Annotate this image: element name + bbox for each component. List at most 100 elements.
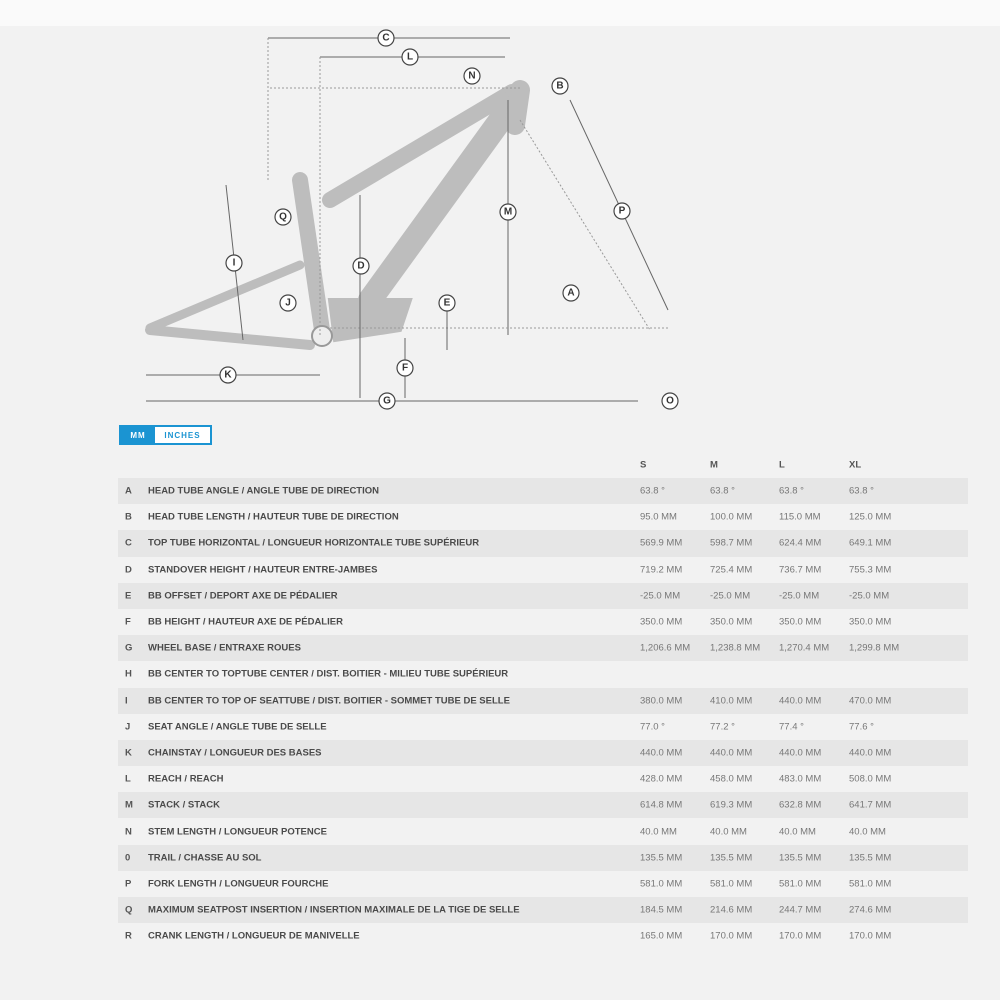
frame-geometry-diagram: C L N B M P Q I D E A J K F G O xyxy=(145,29,679,410)
header-size-l: L xyxy=(779,459,785,471)
value-m: 40.0 MM xyxy=(710,826,747,838)
svg-text:G: G xyxy=(383,396,391,407)
row-letter: L xyxy=(125,773,131,785)
row-name: BB OFFSET / DEPORT AXE DE PÉDALIER xyxy=(148,590,338,602)
value-m: 214.6 MM xyxy=(710,904,753,916)
value-l: 244.7 MM xyxy=(779,904,822,916)
svg-text:N: N xyxy=(468,71,475,82)
value-l: 77.4 ° xyxy=(779,721,804,733)
svg-text:L: L xyxy=(407,52,413,63)
row-letter: J xyxy=(125,721,131,733)
value-l: 350.0 MM xyxy=(779,616,822,628)
row-letter: F xyxy=(125,616,131,628)
row-name: CRANK LENGTH / LONGUEUR DE MANIVELLE xyxy=(148,930,360,942)
value-s: 135.5 MM xyxy=(640,852,683,864)
value-l: 736.7 MM xyxy=(779,564,822,576)
table-header: S M L XL xyxy=(118,452,968,478)
value-s: 719.2 MM xyxy=(640,564,683,576)
table-row: C TOP TUBE HORIZONTAL / LONGUEUR HORIZONT… xyxy=(118,530,968,557)
value-xl: 1,299.8 MM xyxy=(849,642,900,654)
row-letter: E xyxy=(125,590,132,602)
value-s: 428.0 MM xyxy=(640,773,683,785)
value-xl: 350.0 MM xyxy=(849,616,892,628)
row-name: HEAD TUBE ANGLE / ANGLE TUBE DE DIRECTIO… xyxy=(148,485,379,497)
row-name: BB HEIGHT / HAUTEUR AXE DE PÉDALIER xyxy=(148,616,343,628)
value-xl: 63.8 ° xyxy=(849,485,874,497)
value-l: 632.8 MM xyxy=(779,799,822,811)
label-p: P xyxy=(613,202,631,220)
row-name: MAXIMUM SEATPOST INSERTION / INSERTION M… xyxy=(148,904,520,916)
value-s: 440.0 MM xyxy=(640,747,683,759)
row-letter: R xyxy=(125,930,132,942)
row-name: CHAINSTAY / LONGUEUR DES BASES xyxy=(148,747,322,759)
value-xl: 440.0 MM xyxy=(849,747,892,759)
row-letter: H xyxy=(125,668,132,680)
value-l: 1,270.4 MM xyxy=(779,642,830,654)
value-l: -25.0 MM xyxy=(779,590,820,602)
value-s: 165.0 MM xyxy=(640,930,683,942)
row-name: STACK / STACK xyxy=(148,799,220,811)
unit-toggle: MM INCHES xyxy=(119,425,212,445)
value-xl: 649.1 MM xyxy=(849,537,892,549)
label-m: M xyxy=(499,203,517,221)
value-s: -25.0 MM xyxy=(640,590,681,602)
value-xl: 125.0 MM xyxy=(849,511,892,523)
unit-mm-button[interactable]: MM xyxy=(121,427,155,443)
label-o: O xyxy=(661,392,679,410)
value-s: 184.5 MM xyxy=(640,904,683,916)
value-s: 350.0 MM xyxy=(640,616,683,628)
dimension-lines xyxy=(146,37,669,402)
frame-illustration xyxy=(145,80,530,350)
value-m: 581.0 MM xyxy=(710,878,753,890)
value-m: 619.3 MM xyxy=(710,799,753,811)
value-l: 115.0 MM xyxy=(779,511,821,523)
value-xl: 581.0 MM xyxy=(849,878,892,890)
label-b: B xyxy=(551,77,569,95)
row-letter: B xyxy=(125,511,132,523)
svg-text:F: F xyxy=(402,363,408,374)
svg-text:J: J xyxy=(285,298,291,309)
value-m: 100.0 MM xyxy=(710,511,753,523)
label-c: C xyxy=(377,29,395,47)
svg-text:B: B xyxy=(556,81,563,92)
header-size-m: M xyxy=(710,459,718,471)
value-s: 63.8 ° xyxy=(640,485,665,497)
value-xl: 135.5 MM xyxy=(849,852,892,864)
value-l: 170.0 MM xyxy=(779,930,822,942)
value-m: 458.0 MM xyxy=(710,773,753,785)
value-s: 581.0 MM xyxy=(640,878,683,890)
svg-text:E: E xyxy=(444,298,451,309)
row-name: TRAIL / CHASSE AU SOL xyxy=(148,852,262,864)
row-letter: C xyxy=(125,537,132,549)
row-name: STEM LENGTH / LONGUEUR POTENCE xyxy=(148,826,327,838)
value-m: 410.0 MM xyxy=(710,695,753,707)
label-l: L xyxy=(401,48,419,66)
header-size-s: S xyxy=(640,459,647,471)
value-xl: 755.3 MM xyxy=(849,564,892,576)
value-l: 483.0 MM xyxy=(779,773,822,785)
row-letter: 0 xyxy=(125,852,131,864)
value-s: 77.0 ° xyxy=(640,721,665,733)
svg-text:O: O xyxy=(666,396,674,407)
value-m: 598.7 MM xyxy=(710,537,753,549)
svg-text:M: M xyxy=(504,207,512,218)
svg-text:I: I xyxy=(233,258,236,269)
row-letter: D xyxy=(125,564,132,576)
unit-inches-button[interactable]: INCHES xyxy=(155,427,210,443)
svg-text:P: P xyxy=(619,206,626,217)
table-row: 0 TRAIL / CHASSE AU SOL 135.5 MM 135.5 MM 13… xyxy=(118,844,968,871)
value-l: 63.8 ° xyxy=(779,485,804,497)
label-d: D xyxy=(352,257,370,275)
svg-text:A: A xyxy=(567,288,574,299)
row-name: TOP TUBE HORIZONTAL / LONGUEUR HORIZONTA… xyxy=(148,537,480,549)
value-xl: 77.6 ° xyxy=(849,721,874,733)
value-l: 135.5 MM xyxy=(779,852,822,864)
row-letter: G xyxy=(125,642,133,654)
